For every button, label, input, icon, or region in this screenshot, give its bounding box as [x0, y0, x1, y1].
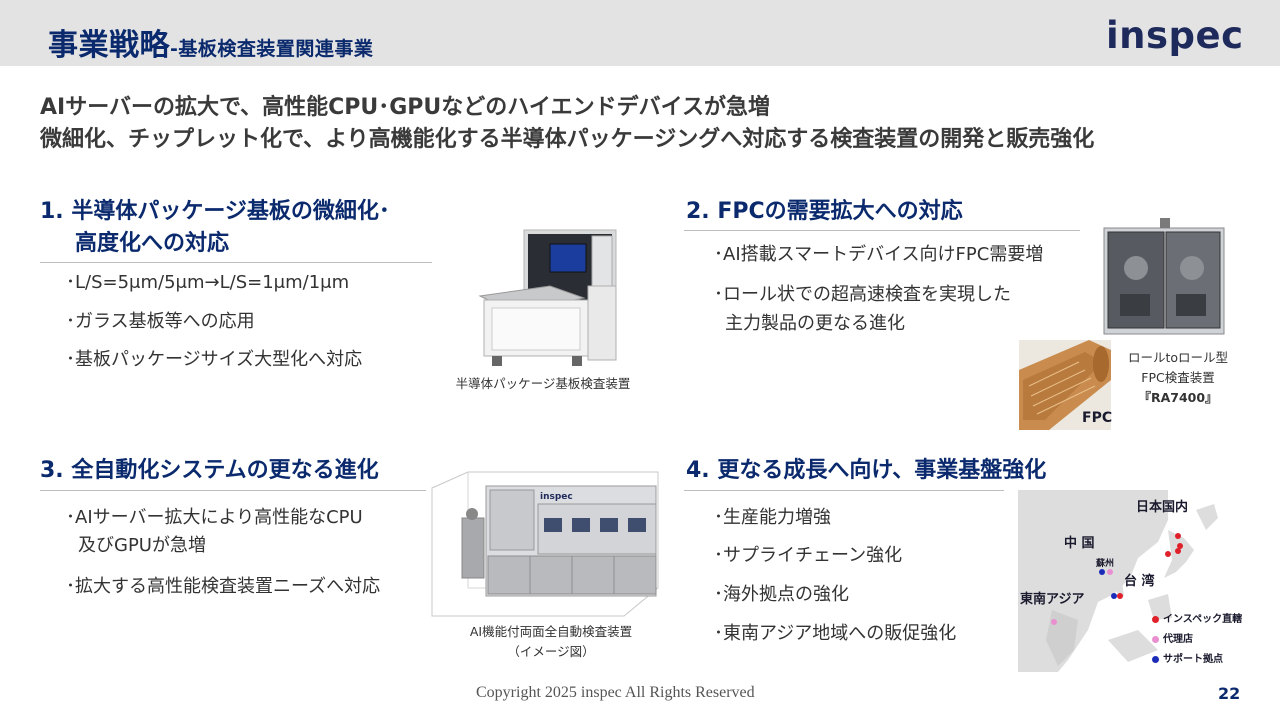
page-title: 事業戦略-基板検査装置関連事業 [48, 20, 373, 64]
section-2-caption: ロールtoロール型 FPC検査装置 『RA7400』 [1116, 348, 1240, 408]
section-2-bullet-2: ･ロール状での超高速検査を実現した [714, 284, 1011, 305]
header-bar [0, 0, 1280, 66]
page-number: 22 [1218, 684, 1241, 703]
fpc-label: FPC [1082, 410, 1113, 426]
map-label-suzhou: 蘇州 [1096, 559, 1115, 569]
legend-agent: 代理店 [1152, 630, 1193, 645]
section-4-bullet-4: ･東南アジア地域への販促強化 [714, 623, 957, 644]
section-4-divider [684, 490, 1004, 491]
section-3-bullet-2: 及びGPUが急増 [78, 535, 206, 556]
section-1-title-line-2: 高度化への対応 [75, 231, 230, 256]
section-3-caption: AI機能付両面全自動検査装置 （イメージ図） [446, 622, 656, 662]
asia-map: 日本国内 中 国 蘇州 台 湾 東南アジア インスペック直轄 代理店 サポート拠… [1018, 490, 1242, 672]
section-1-title: 1. 半導体パッケージ基板の微細化･ 高度化への対応 [40, 196, 390, 260]
section-3-bullet-3: ･拡大する高性能検査装置ニーズへ対応 [66, 576, 381, 597]
section-2-caption-line-3: 『RA7400』 [1138, 390, 1218, 405]
ra7400-machine-image [1100, 216, 1228, 340]
logo-text: inspec [1106, 14, 1244, 57]
section-2-title: 2. FPCの需要拡大への対応 [686, 199, 963, 224]
section-1-caption: 半導体パッケージ基板検査装置 [455, 376, 631, 391]
section-3-bullet-1: ･AIサーバー拡大により高性能なCPU [66, 507, 363, 528]
page-subtitle: -基板検査装置関連事業 [170, 38, 374, 60]
substrate-inspection-machine-image [472, 226, 622, 371]
inspec-logo: inspec [1106, 14, 1244, 57]
section-4-bullet-1: ･生産能力増強 [714, 507, 831, 528]
lead-text: AIサーバーの拡大で、高性能CPU･GPUなどのハイエンドデバイスが急増 微細化… [40, 92, 1094, 156]
legend-inspec-direct: インスペック直轄 [1152, 610, 1242, 625]
lead-line-2: 微細化、チップレット化で、より高機能化する半導体パッケージングへ対応する検査装置… [40, 127, 1095, 152]
section-2-bullet-3: 主力製品の更なる進化 [725, 313, 905, 334]
legend-label: インスペック直轄 [1163, 614, 1243, 625]
section-2-caption-line-2: FPC検査装置 [1141, 370, 1215, 385]
map-label-china: 中 国 [1064, 536, 1095, 551]
section-1-divider [40, 262, 432, 263]
lead-line-1: AIサーバーの拡大で、高性能CPU･GPUなどのハイエンドデバイスが急増 [40, 95, 770, 120]
section-2-bullet-1: ･AI搭載スマートデバイス向けFPC需要増 [714, 244, 1044, 265]
auto-inspection-line-image: inspec [428, 468, 664, 620]
section-1-bullet-2: ･ガラス基板等への応用 [66, 311, 255, 332]
section-4-bullet-2: ･サプライチェーン強化 [714, 545, 903, 566]
machine-logo: inspec [540, 492, 573, 502]
page-title-main: 事業戦略 [48, 28, 170, 63]
section-3-title: 3. 全自動化システムの更なる進化 [40, 458, 379, 483]
section-1-bullet-1: ･L/S=5μm/5μm→L/S=1μm/1μm [66, 272, 350, 293]
copyright: Copyright 2025 inspec All Rights Reserve… [476, 684, 755, 701]
legend-support: サポート拠点 [1152, 650, 1223, 665]
section-1-bullet-3: ･基板パッケージサイズ大型化へ対応 [66, 349, 363, 370]
legend-dot-red [1152, 615, 1159, 623]
legend-dot-blue [1152, 655, 1159, 663]
section-1-title-line-1: 1. 半導体パッケージ基板の微細化･ [40, 199, 390, 224]
legend-label: 代理店 [1163, 634, 1193, 645]
map-label-japan: 日本国内 [1136, 500, 1189, 515]
section-3-divider [40, 490, 426, 491]
section-4-bullet-3: ･海外拠点の強化 [714, 584, 849, 605]
section-2-divider [684, 230, 1080, 231]
legend-dot-pink [1152, 635, 1159, 643]
legend-label: サポート拠点 [1163, 654, 1223, 665]
section-4-title: 4. 更なる成長へ向け、事業基盤強化 [686, 458, 1047, 483]
section-2-caption-line-1: ロールtoロール型 [1127, 350, 1229, 365]
map-label-taiwan: 台 湾 [1124, 574, 1155, 589]
map-label-southeast-asia: 東南アジア [1020, 592, 1085, 607]
fpc-film-image [1019, 340, 1111, 430]
section-3-caption-line-2: （イメージ図） [507, 644, 595, 659]
section-3-caption-line-1: AI機能付両面全自動検査装置 [469, 624, 633, 639]
